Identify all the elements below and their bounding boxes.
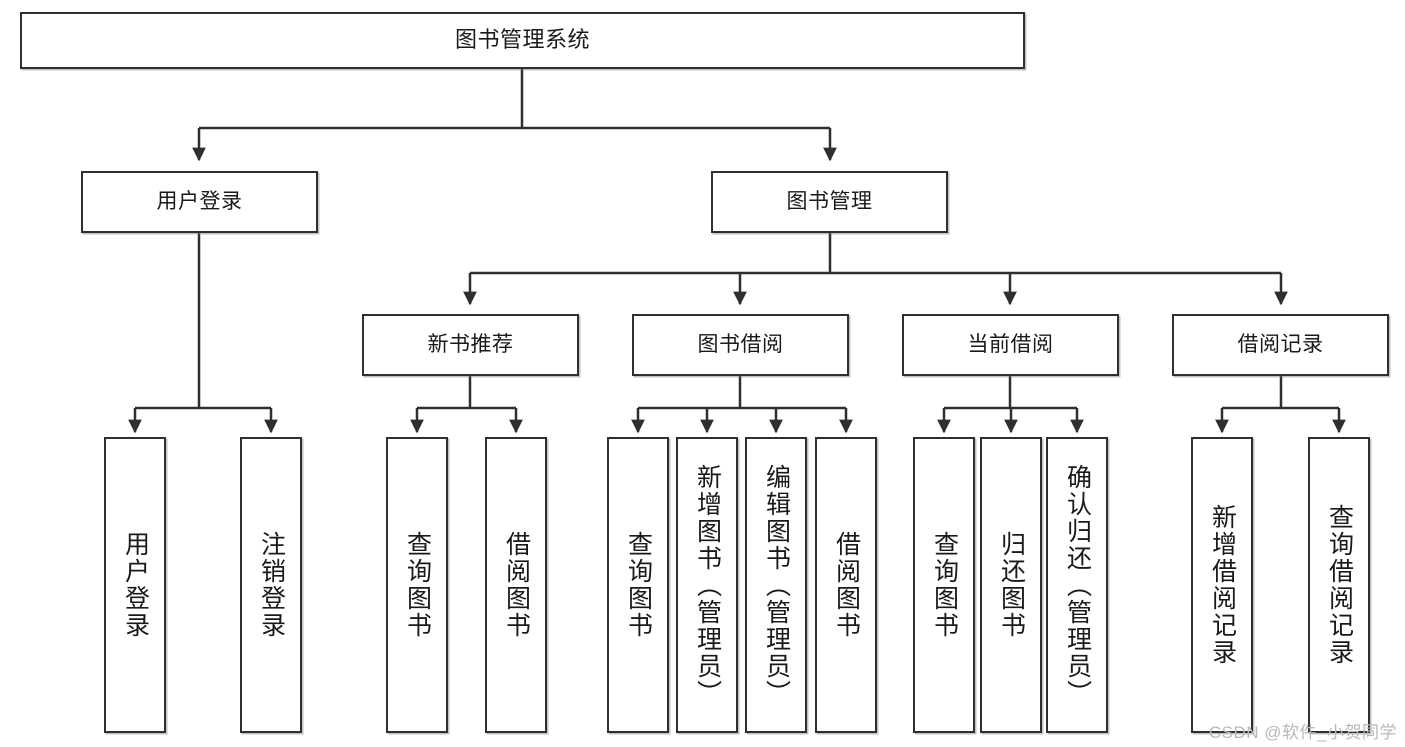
node-label: 图书管理 (786, 190, 873, 214)
node-label: 图书管理系统 (454, 27, 590, 53)
node-label: 查询借阅记录 (1325, 504, 1354, 666)
leaf-user-login-login[interactable]: 用户登录 (104, 437, 166, 733)
node-label: 新书推荐 (427, 333, 514, 357)
node-label: 注销登录 (257, 531, 286, 639)
node-book-management[interactable]: 图书管理 (711, 171, 948, 233)
node-label: 借阅图书 (832, 531, 861, 639)
leaf-record-query-record[interactable]: 查询借阅记录 (1308, 437, 1370, 733)
node-label: 归还图书 (997, 531, 1026, 639)
node-borrow-record[interactable]: 借阅记录 (1172, 314, 1389, 376)
leaf-recommend-borrow-book[interactable]: 借阅图书 (485, 437, 547, 733)
node-label: 新增借阅记录 (1208, 504, 1237, 666)
watermark-text: CSDN @软件_小贺同学 (1208, 723, 1397, 742)
node-label: 图书借阅 (697, 333, 784, 357)
leaf-current-return-book[interactable]: 归还图书 (980, 437, 1042, 733)
leaf-recommend-query-book[interactable]: 查询图书 (386, 437, 448, 733)
node-user-login[interactable]: 用户登录 (81, 171, 318, 233)
node-label: 确认归还（管理员） (1063, 463, 1092, 707)
node-book-borrow[interactable]: 图书借阅 (632, 314, 849, 376)
node-label: 借阅记录 (1237, 333, 1324, 357)
leaf-record-add-record[interactable]: 新增借阅记录 (1191, 437, 1253, 733)
node-label: 新增图书（管理员） (693, 463, 722, 707)
node-label: 编辑图书（管理员） (762, 463, 791, 707)
leaf-borrow-borrow-book[interactable]: 借阅图书 (815, 437, 877, 733)
node-label: 查询图书 (403, 531, 432, 639)
leaf-borrow-query-book[interactable]: 查询图书 (607, 437, 669, 733)
node-label: 当前借阅 (967, 333, 1054, 357)
node-label: 借阅图书 (502, 531, 531, 639)
node-new-book-recommend[interactable]: 新书推荐 (362, 314, 579, 376)
node-label: 查询图书 (930, 531, 959, 639)
leaf-user-login-logout[interactable]: 注销登录 (240, 437, 302, 733)
node-label: 查询图书 (624, 531, 653, 639)
leaf-borrow-edit-book-admin[interactable]: 编辑图书（管理员） (745, 437, 807, 733)
node-label: 用户登录 (121, 531, 150, 639)
node-root-book-management-system[interactable]: 图书管理系统 (20, 12, 1025, 69)
leaf-borrow-add-book-admin[interactable]: 新增图书（管理员） (676, 437, 738, 733)
node-current-borrow[interactable]: 当前借阅 (902, 314, 1119, 376)
leaf-current-query-book[interactable]: 查询图书 (913, 437, 975, 733)
node-label: 用户登录 (156, 190, 243, 214)
leaf-current-confirm-return-admin[interactable]: 确认归还（管理员） (1046, 437, 1108, 733)
